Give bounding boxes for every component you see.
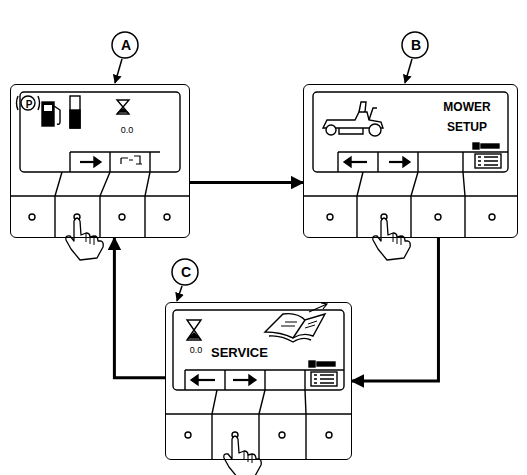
- hour-meter-value: 0.0: [190, 346, 203, 356]
- text-slot: A: [116, 36, 136, 56]
- text-slot: C: [176, 263, 196, 283]
- screen-a-art: [10, 92, 190, 238]
- text-slot: 0.0: [181, 344, 211, 358]
- text-slot: SERVICE: [211, 342, 283, 364]
- callout-letter: C: [181, 265, 191, 280]
- hour-meter-value: 0.0: [121, 126, 134, 136]
- text-slot: P: [19, 94, 39, 114]
- callout-letter: B: [411, 38, 421, 53]
- text-slot: B: [406, 36, 426, 56]
- callout-circles: [112, 32, 428, 301]
- parking-symbol-letter: P: [26, 99, 33, 110]
- text-slot: 0.0: [111, 124, 143, 138]
- pointing-hand: [66, 218, 103, 260]
- text-slot: MOWER SETUP: [428, 95, 506, 139]
- pointing-hand: [373, 218, 410, 260]
- display-screen: BMOWER SETUP: [303, 84, 518, 238]
- flow-arrow: [190, 181, 303, 184]
- pointing-hand: [224, 436, 261, 475]
- screen-b-art: [303, 92, 518, 238]
- screen-c-art: [165, 303, 352, 460]
- display-screen: C0.0SERVICE: [165, 302, 352, 460]
- display-screen: AP0.0: [10, 84, 190, 238]
- flow-arrow: [352, 238, 438, 381]
- callout-letter: A: [121, 38, 131, 53]
- screen-title: MOWER SETUP: [428, 97, 506, 138]
- screen-title: SERVICE: [211, 342, 268, 364]
- flow-arrow: [114, 238, 165, 378]
